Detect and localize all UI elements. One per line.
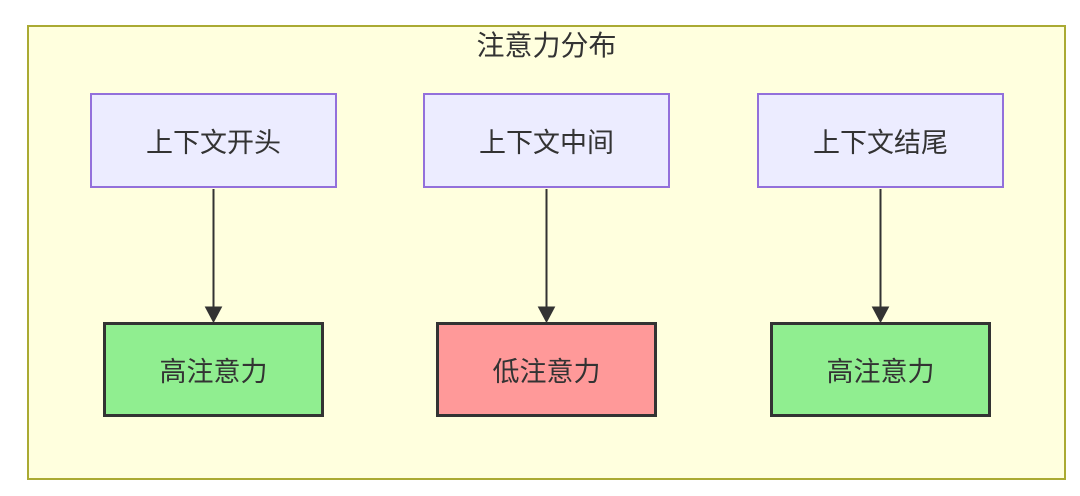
node-context-start: 上下文开头: [90, 93, 337, 188]
node-attention-start-high: 高注意力: [103, 322, 324, 417]
node-attention-end-high: 高注意力: [770, 322, 991, 417]
node-context-middle: 上下文中间: [423, 93, 670, 188]
diagram-title: 注意力分布: [476, 30, 617, 61]
node-attention-middle-low: 低注意力: [436, 322, 657, 417]
node-context-end: 上下文结尾: [757, 93, 1004, 188]
